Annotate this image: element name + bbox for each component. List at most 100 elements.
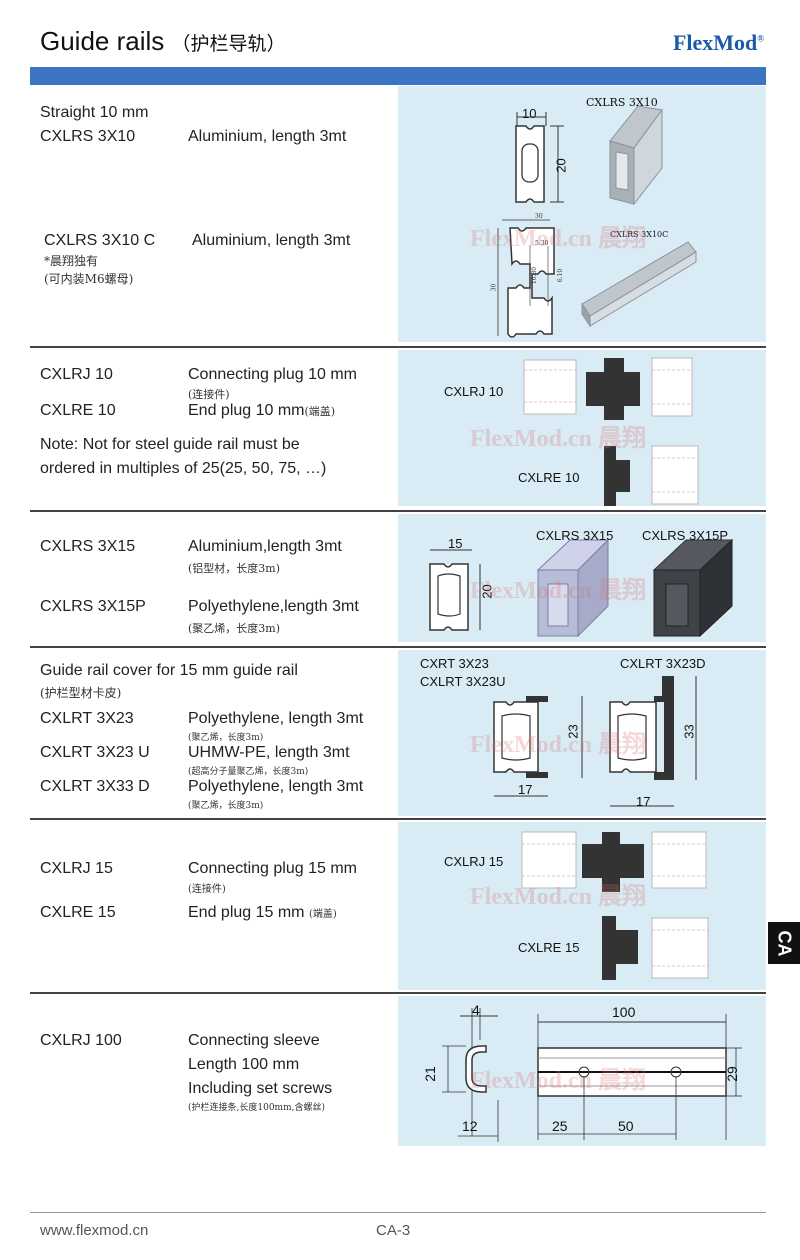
s2-desc1-cn: (连接件) [188,388,230,401]
s1-note2: (可内装M6螺母) [44,272,134,286]
s4-desc1-cn: (聚乙烯，长度3m) [188,733,264,743]
watermark: FlexMod.cn 晨翔 [470,732,646,758]
s3-desc2: Polyethylene,length 3mt [188,598,359,615]
watermark: FlexMod.cn 晨翔 [470,1068,646,1094]
s6-drawings [442,1008,742,1142]
brand-logo: FlexMod® [673,30,764,56]
footer-url[interactable]: www.flexmod.cn [40,1222,149,1239]
s3-img-label1: CXLRS 3X15 [536,528,614,543]
s4-drawings [493,676,697,807]
s3-desc2-cn: (聚乙烯，长度3m) [188,622,281,635]
s4-img-label1: CXRT 3X23 [420,656,489,671]
divider [30,646,766,648]
s1-img-label1: CXLRS 3X10 [586,96,658,109]
s1-dim-s5: 30 [490,283,498,292]
title-text: Guide rails [40,26,165,56]
s3-code1: CXLRS 3X15 [40,538,136,555]
s2-img-label2: CXLRE 10 [518,470,580,485]
s6-dim-4: 4 [472,1002,480,1018]
s4-desc1: Polyethylene, length 3mt [188,710,364,727]
s1-dim-w: 10 [522,106,537,121]
watermark: FlexMod.cn 晨翔 [470,426,646,452]
s5-desc1-cn: (连接件) [188,884,226,895]
s6-line3: Including set screws [188,1080,333,1097]
brand-text: FlexMod [672,30,758,55]
s4-code2: CXLRT 3X23 U [40,744,150,761]
watermark: FlexMod.cn 晨翔 [470,226,646,252]
s5-desc1: Connecting plug 15 mm [188,860,357,877]
s6-dim-12: 12 [462,1118,478,1134]
s2-img-label1: CXLRJ 10 [444,384,504,399]
page-title: Guide rails （护栏导轨） [40,26,286,57]
s6-line1: Connecting sleeve [188,1032,320,1049]
divider [30,510,766,512]
s3-desc1: Aluminium,length 3mt [188,538,342,555]
s4-dim2-w: 17 [636,794,651,809]
s3-desc1-cn: (铝型材，长度3m) [188,562,281,575]
s2-note-1: Note: Not for steel guide rail must be [40,436,300,453]
divider [30,818,766,820]
s6-dim-50: 50 [618,1118,634,1134]
s4-heading-cn: (护栏型材卡皮) [40,686,122,700]
s4-code3: CXLRT 3X33 D [40,778,150,795]
s6-dim-25: 25 [552,1118,568,1134]
s1-note1: *晨翔独有 [44,254,99,268]
s4-heading: Guide rail cover for 15 mm guide rail [40,662,298,679]
s4-code1: CXLRT 3X23 [40,710,134,727]
footer-divider [30,1212,766,1213]
s1-img-label2: CXLRS 3X10C [610,230,669,239]
divider [30,992,766,994]
s2-desc2-text: End plug 10 mm [188,402,305,419]
s5-code1: CXLRJ 15 [40,860,113,877]
s4-dim2-h: 33 [681,724,697,739]
s2-code1: CXLRJ 10 [40,366,113,383]
section-tab[interactable]: CA [768,922,800,964]
s2-desc1: Connecting plug 10 mm [188,366,357,383]
s1-desc2: Aluminium, length 3mt [192,232,351,249]
s2-note-2: ordered in multiples of 25(25, 50, 75, …… [40,460,327,477]
s1-code1: CXLRS 3X10 [40,128,136,145]
s1-dim-h: 20 [553,158,569,173]
s6-line-cn: (护栏连接条,长度100mm,含螺丝) [188,1103,325,1113]
s5-img-label1: CXLRJ 15 [444,854,504,869]
s6-dim-100: 100 [612,1004,636,1020]
s4-desc2: UHMW-PE, length 3mt [188,744,350,761]
s3-drawings [429,538,734,638]
s1-code2: CXLRS 3X10 C [44,232,156,249]
s1-dim-s1: 30 [535,213,543,220]
s3-dim-w: 15 [448,536,463,551]
s2-desc2: End plug 10 mm(端盖) [188,402,335,420]
s4-desc2-cn: (超高分子量聚乙烯，长度3m) [188,767,309,777]
panel-s2 [398,350,766,506]
header-bar [30,67,766,85]
s5-desc2-cn: (端盖) [308,909,337,920]
s1-dim-s3: 10.30 [531,266,539,285]
s1-heading: Straight 10 mm [40,104,149,121]
section-tab-label: CA [774,930,795,956]
s1-dim-s2: 5.30 [535,240,549,247]
brand-mark: ® [757,33,764,44]
s5-desc2-text: End plug 15 mm [188,904,305,921]
s6-code1: CXLRJ 100 [40,1032,122,1049]
s2-code2: CXLRE 10 [40,402,116,419]
page-number: CA-3 [376,1222,411,1239]
divider [30,346,766,348]
panel-s1 [398,86,766,342]
s4-dim1-w: 17 [518,782,533,797]
s4-img-label3: CXLRT 3X23D [620,656,706,671]
s5-drawings [521,831,709,980]
s6-line2: Length 100 mm [188,1056,300,1073]
s4-img-label2: CXLRT 3X23U [420,674,506,689]
s5-code2: CXLRE 15 [40,904,116,921]
s4-desc3: Polyethylene, length 3mt [188,778,364,795]
s6-dim-29: 29 [723,1066,740,1082]
s1-dim-s4: 6.10 [557,268,565,283]
title-cn: （护栏导轨） [171,33,286,55]
s4-desc3-cn: (聚乙烯，长度3m) [188,801,264,811]
s5-desc2: End plug 15 mm (端盖) [188,904,337,922]
s3-code2: CXLRS 3X15P [40,598,146,615]
s1-desc1: Aluminium, length 3mt [188,128,347,145]
watermark: FlexMod.cn 晨翔 [470,578,646,604]
s3-img-label2: CXLRS 3X15P [642,528,728,543]
s5-img-label2: CXLRE 15 [518,940,580,955]
